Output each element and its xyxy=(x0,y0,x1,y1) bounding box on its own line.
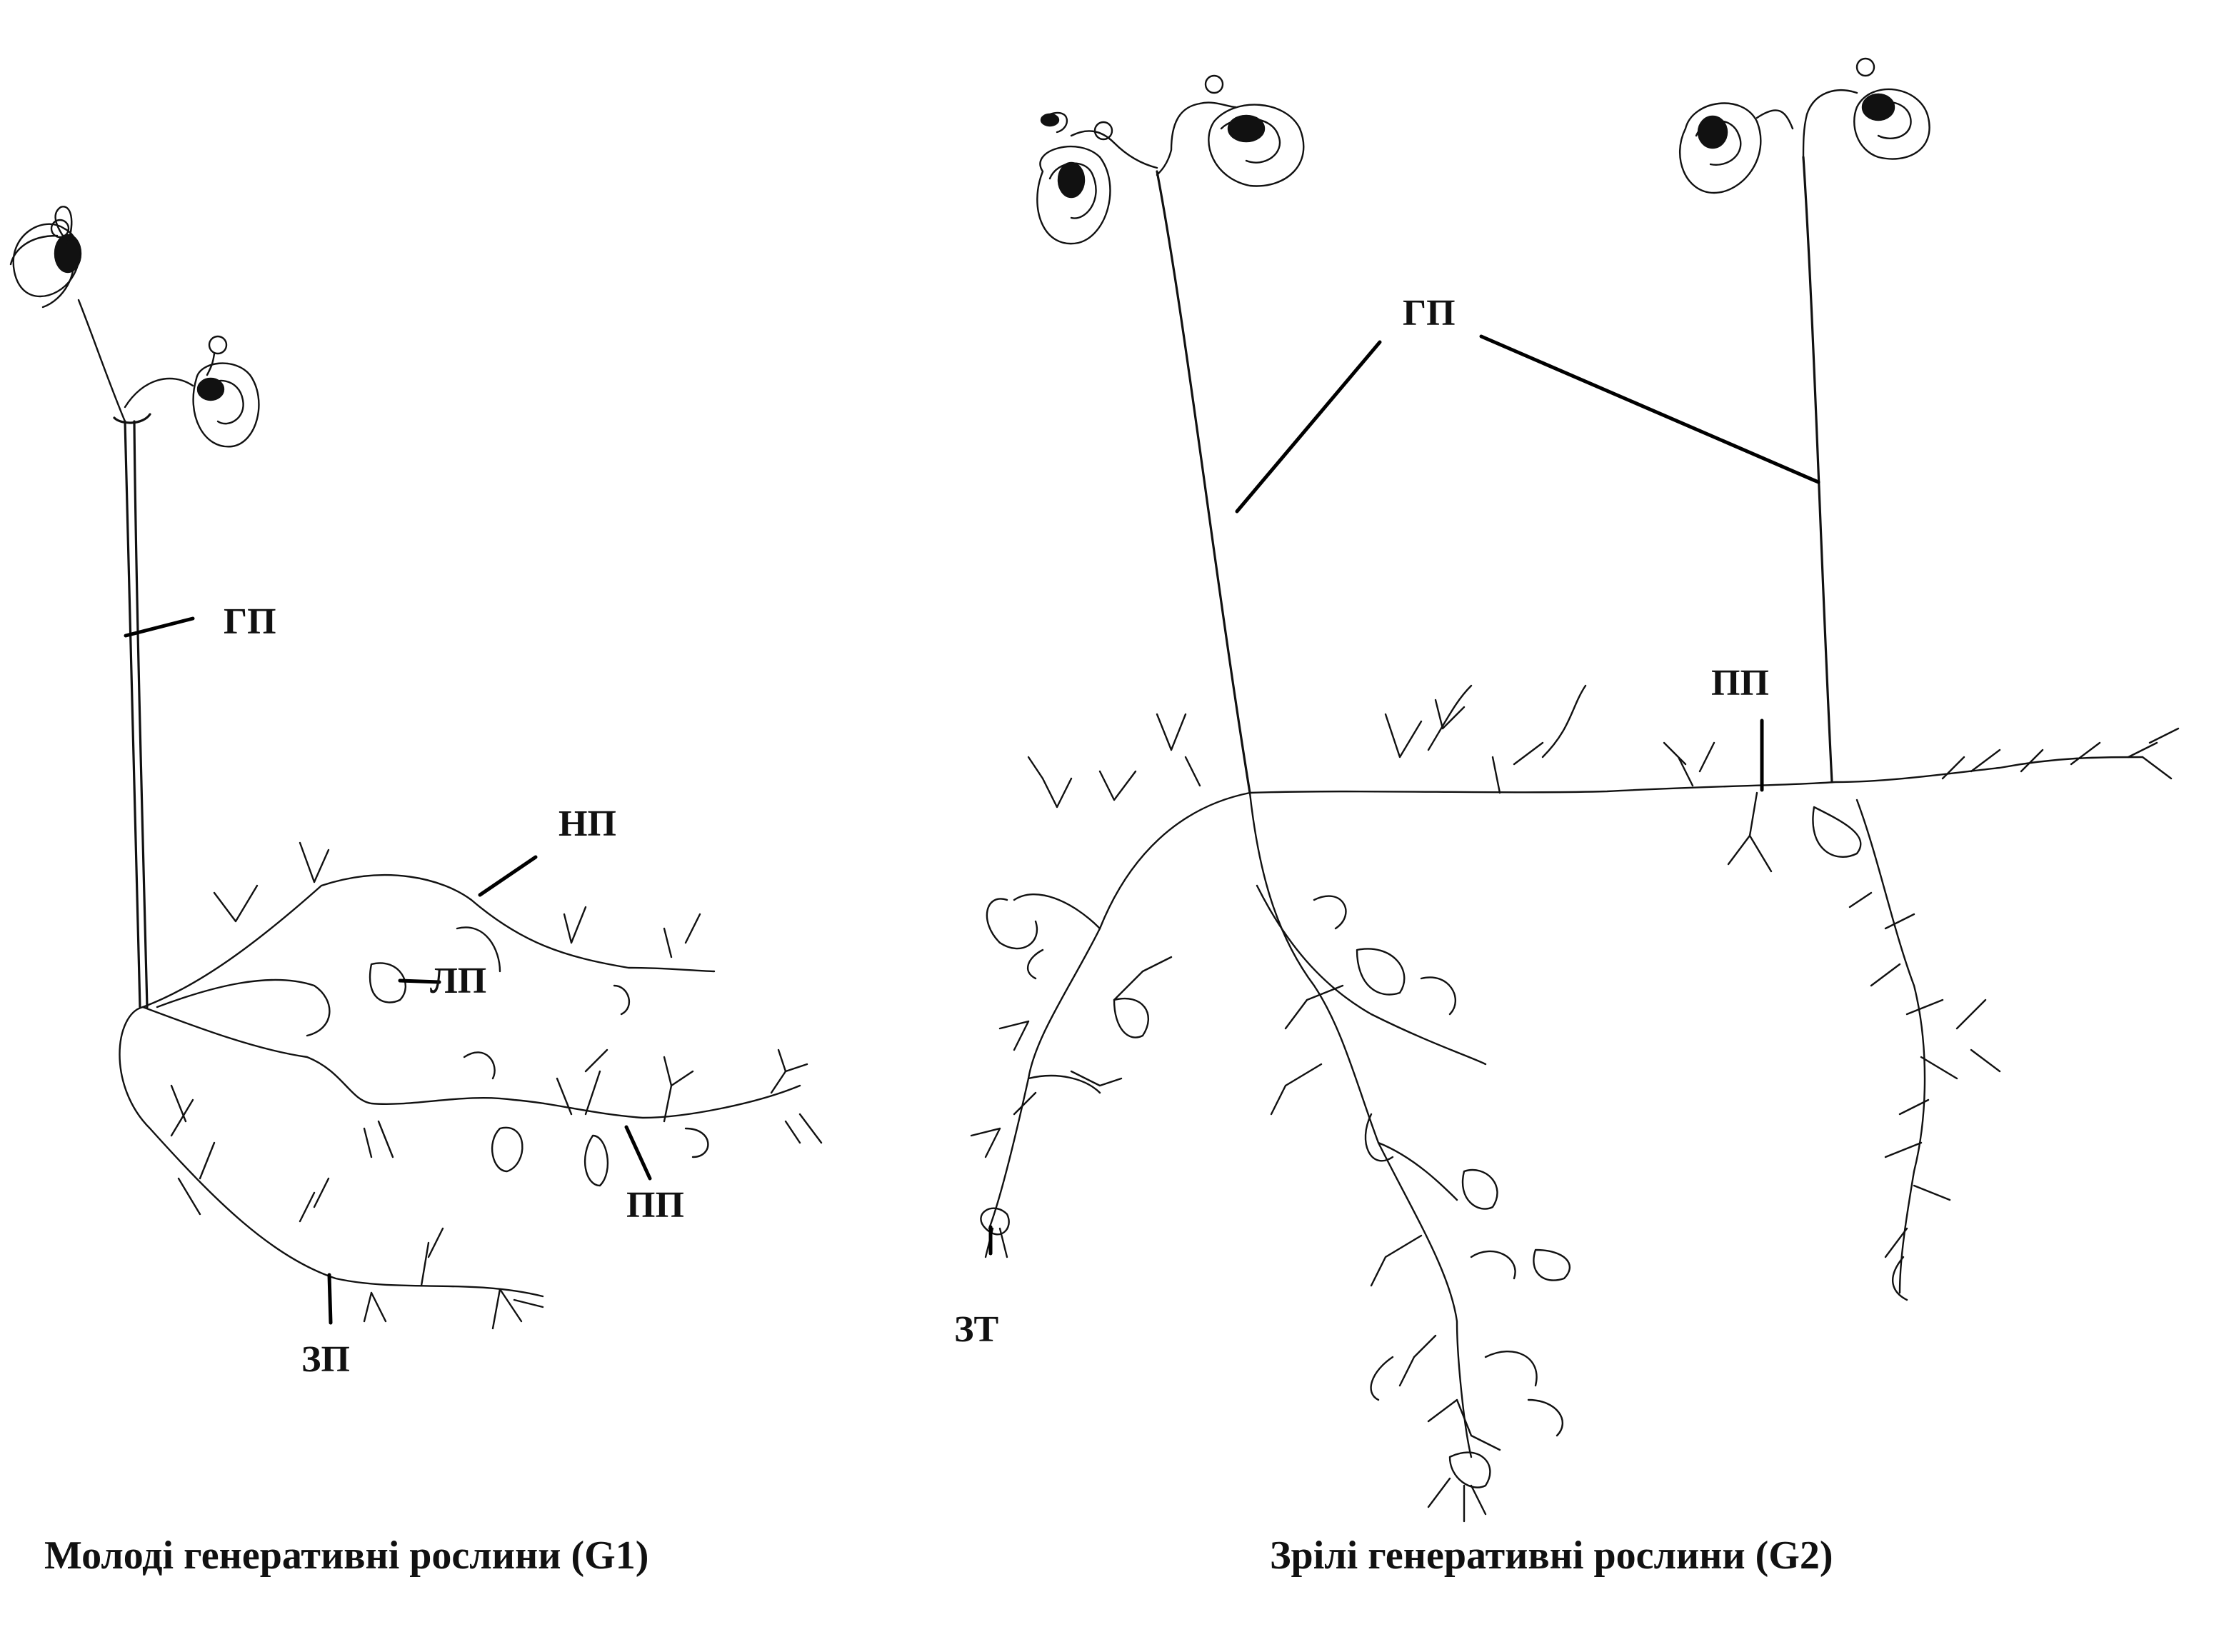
g1-label-zp: ЗП xyxy=(301,1339,350,1380)
g1-underground-system xyxy=(119,841,823,1330)
g2-flower-1a xyxy=(1036,111,1158,245)
panel-g2-drawing: ГП ПП ЗТ xyxy=(954,57,2180,1523)
g2-stem-1 xyxy=(1156,170,1251,794)
g1-leader-lp xyxy=(398,978,441,984)
g1-leader-pp xyxy=(624,1125,652,1181)
g1-stem xyxy=(113,413,151,1008)
g1-leader-lines xyxy=(124,616,652,1325)
g1-label-pp: ПП xyxy=(626,1185,684,1226)
g1-flower-left xyxy=(9,206,126,423)
g1-label-gp: ГП xyxy=(224,601,276,642)
g2-flower-2a xyxy=(1678,102,1794,194)
g1-leader-np xyxy=(478,855,538,897)
g2-label-zt: ЗТ xyxy=(954,1309,998,1350)
g2-flower-1b xyxy=(1156,74,1305,187)
g1-leader-gp xyxy=(124,616,195,638)
g2-leader-gp-1 xyxy=(1235,340,1382,514)
g2-leader-gp-2 xyxy=(1479,334,1820,484)
caption-g1: Молоді генеративні рослини (G1) xyxy=(44,1533,648,1578)
caption-g2: Зрілі генеративні рослини (G2) xyxy=(1270,1533,1833,1578)
g2-leader-lines xyxy=(988,334,1820,1256)
g1-label-np: НП xyxy=(558,804,616,844)
g2-stems xyxy=(1156,156,1833,794)
g2-label-pp: ПП xyxy=(1711,663,1769,704)
panel-g1-drawing: ГП НП ЛП ПП ЗП xyxy=(9,206,823,1380)
g2-underground-system xyxy=(970,684,2180,1523)
g2-label-gp: ГП xyxy=(1403,293,1456,334)
g1-flower-right xyxy=(124,335,260,448)
g1-leader-zp xyxy=(327,1273,333,1325)
g1-label-lp: ЛП xyxy=(430,961,486,1001)
g2-stem-2 xyxy=(1802,156,1833,784)
g2-flower-2b xyxy=(1802,57,1930,160)
